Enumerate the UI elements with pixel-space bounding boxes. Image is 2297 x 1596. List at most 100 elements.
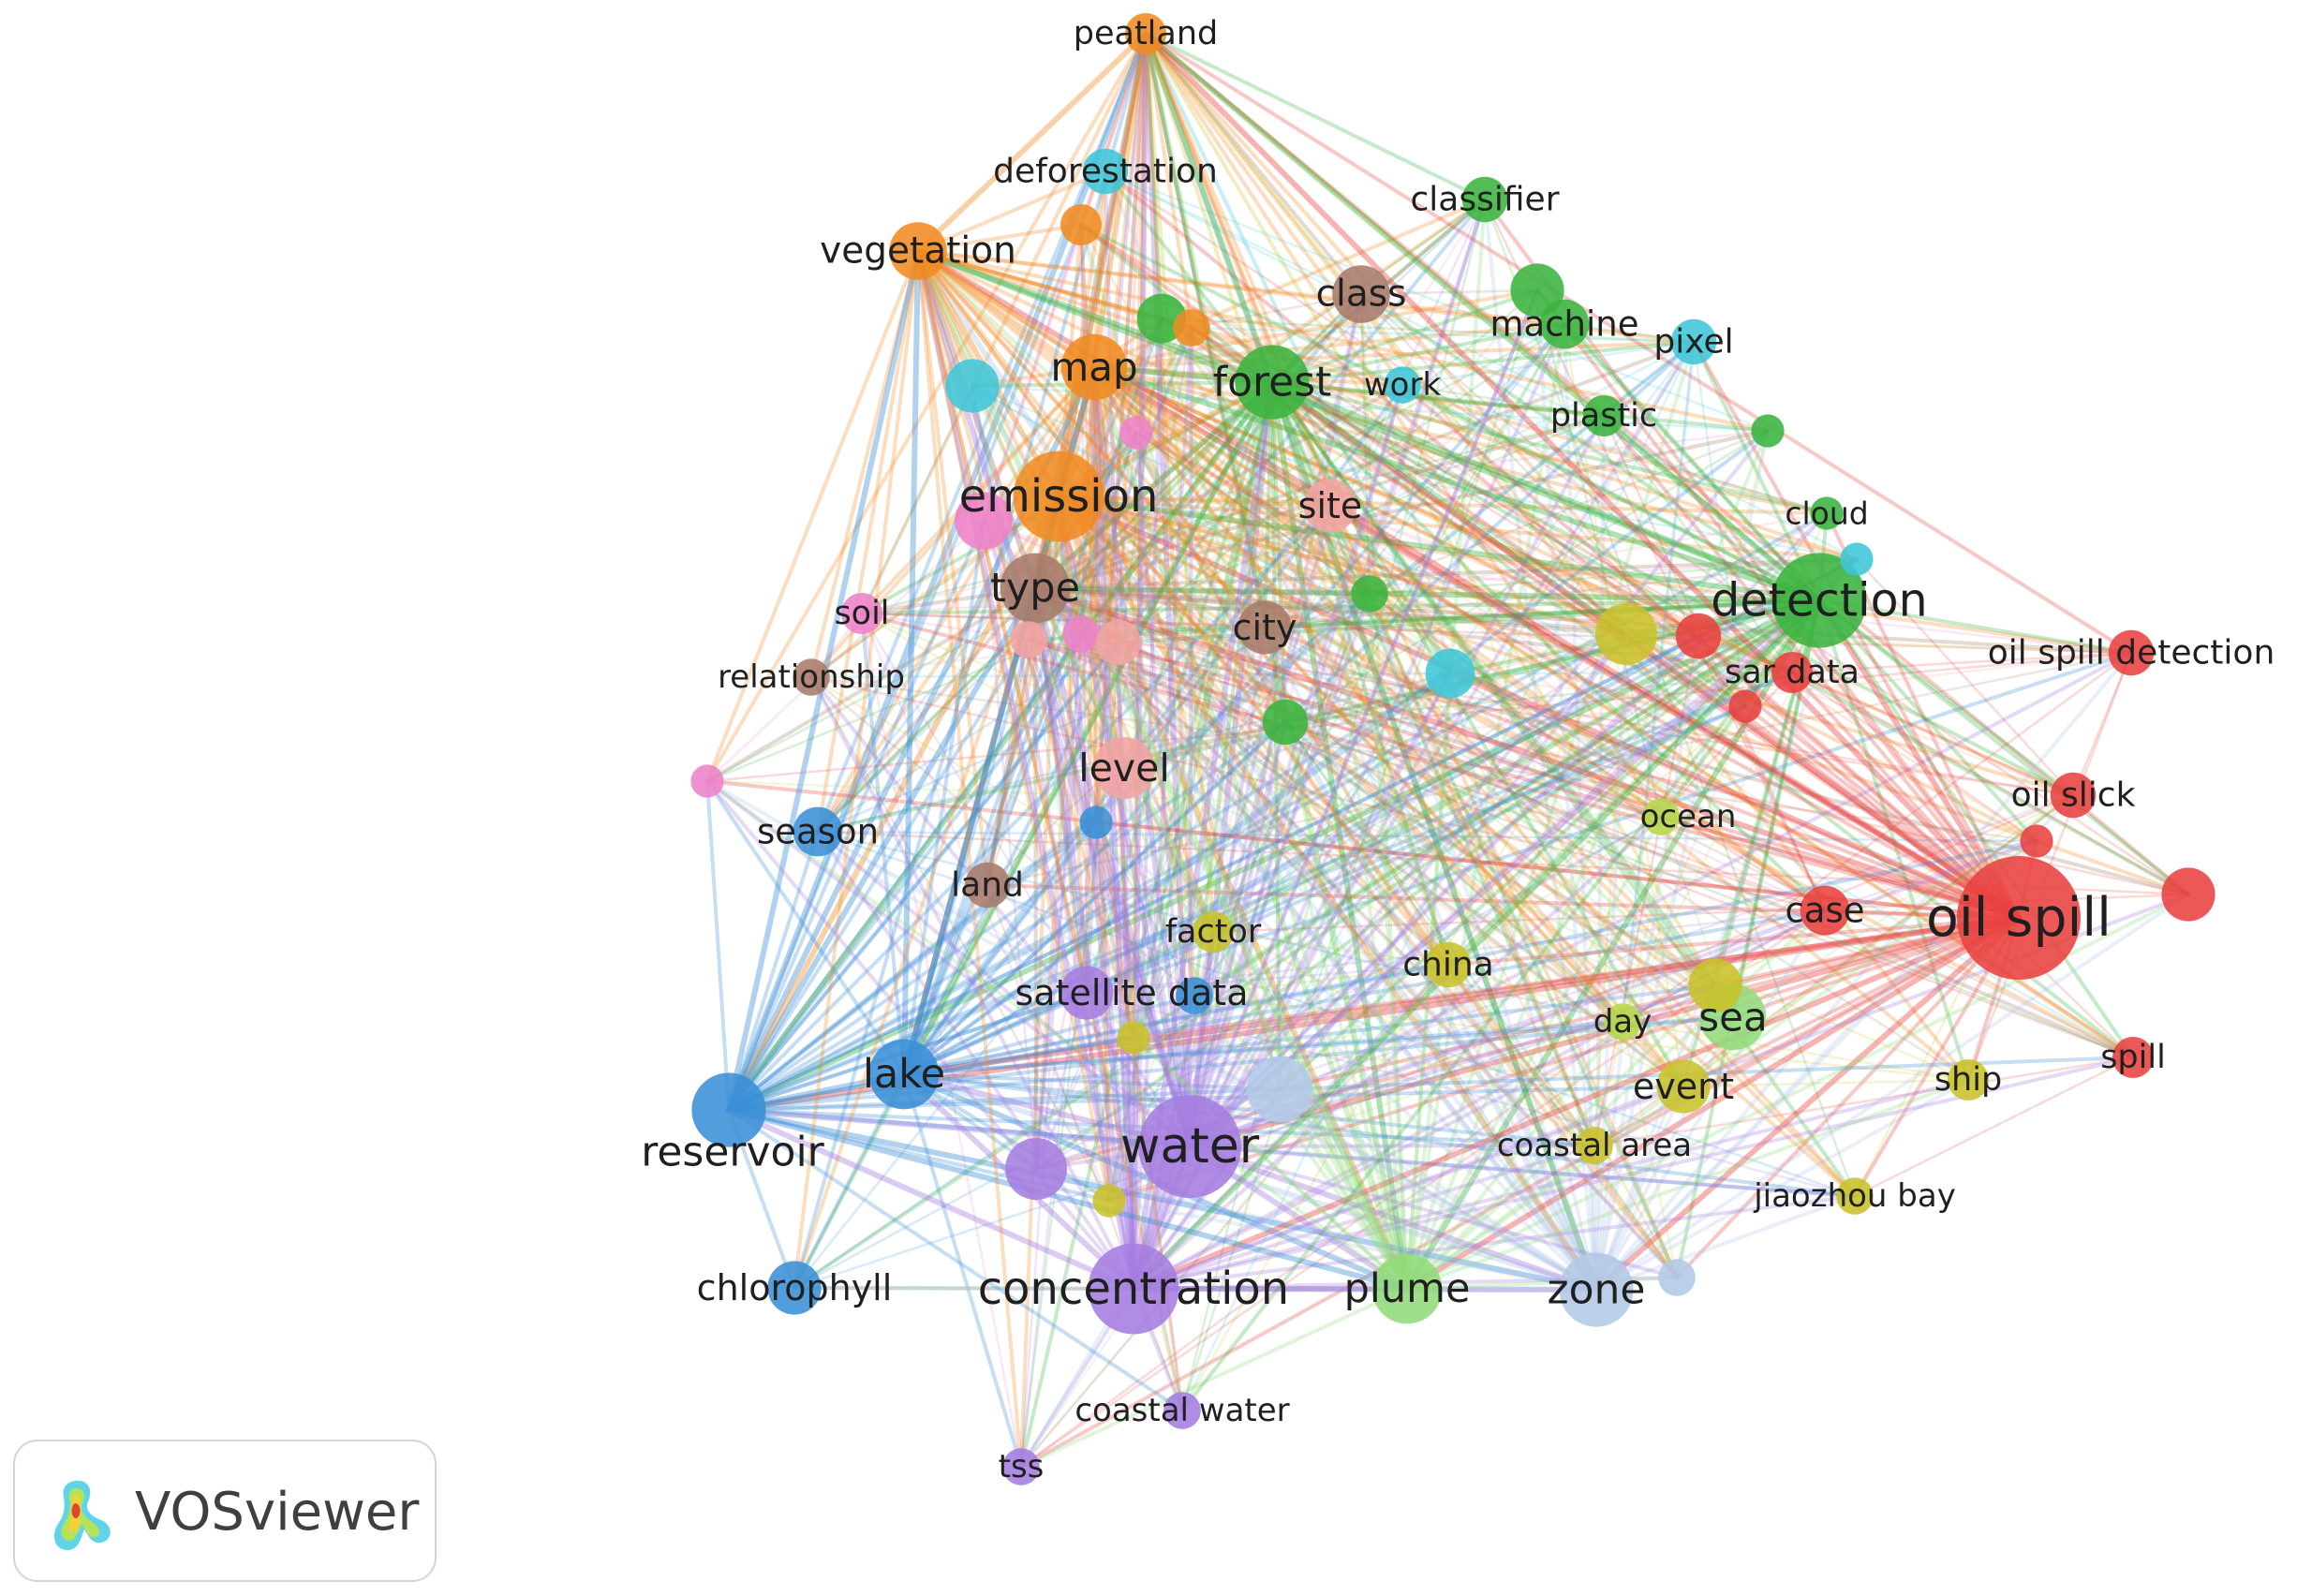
node-city[interactable] — [1237, 600, 1292, 655]
node-label-deforestation[interactable]: deforestation — [993, 153, 1218, 191]
node-u15[interactable] — [1675, 613, 1722, 659]
node-label-level[interactable]: level — [1078, 746, 1170, 791]
node-u29[interactable] — [1176, 977, 1213, 1014]
node-label-soil[interactable]: soil — [834, 595, 889, 632]
node-label-season[interactable]: season — [757, 812, 879, 852]
node-u28[interactable] — [1658, 1259, 1696, 1296]
node-label-type[interactable]: type — [990, 565, 1080, 612]
node-label-zone[interactable]: zone — [1548, 1266, 1646, 1314]
node-label-event[interactable]: event — [1633, 1066, 1734, 1107]
node-label-detection[interactable]: detection — [1711, 574, 1927, 628]
node-land[interactable] — [964, 862, 1011, 909]
node-coastal-water[interactable] — [1163, 1392, 1201, 1429]
node-u18[interactable] — [1262, 699, 1309, 746]
node-label-class[interactable]: class — [1316, 273, 1407, 316]
node-label-plastic[interactable]: plastic — [1550, 397, 1657, 435]
node-label-concentration[interactable]: concentration — [978, 1263, 1289, 1315]
node-reservoir[interactable] — [691, 1072, 766, 1147]
node-concentration[interactable] — [1088, 1243, 1179, 1335]
node-water[interactable] — [1138, 1095, 1241, 1198]
node-label-coastal-area[interactable]: coastal area — [1497, 1127, 1692, 1164]
node-vegetation[interactable] — [889, 222, 947, 280]
node-u27[interactable] — [1092, 1184, 1126, 1218]
node-u24[interactable] — [1117, 1021, 1150, 1055]
node-case[interactable] — [1800, 885, 1850, 936]
node-emission[interactable] — [1013, 451, 1104, 542]
node-spill[interactable] — [2112, 1037, 2154, 1078]
node-label-jiaozhou-bay[interactable]: jiaozhou bay — [1753, 1177, 1956, 1215]
node-label-oil-spill[interactable]: oil spill — [1926, 887, 2112, 949]
node-u12[interactable] — [1840, 542, 1874, 576]
node-u6[interactable] — [1119, 416, 1153, 450]
node-label-pixel[interactable]: pixel — [1653, 323, 1733, 362]
node-label-site[interactable]: site — [1298, 485, 1363, 526]
node-forest[interactable] — [1235, 345, 1310, 420]
node-u23[interactable] — [1688, 958, 1742, 1012]
node-ship[interactable] — [1948, 1059, 1989, 1101]
node-label-sar-data[interactable]: sar data — [1725, 654, 1860, 691]
node-label-vegetation[interactable]: vegetation — [820, 230, 1016, 273]
node-season[interactable] — [793, 806, 843, 857]
node-label-machine[interactable]: machine — [1489, 304, 1638, 345]
node-pixel[interactable] — [1670, 318, 1717, 365]
node-u20[interactable] — [1079, 805, 1113, 839]
node-u26[interactable] — [1005, 1138, 1067, 1200]
node-u9[interactable] — [1062, 615, 1100, 653]
node-u19[interactable] — [690, 764, 724, 798]
node-satellite-data[interactable] — [1060, 966, 1114, 1020]
node-label-sea[interactable]: sea — [1698, 995, 1767, 1041]
node-u1[interactable] — [1060, 204, 1102, 245]
node-u21[interactable] — [2020, 824, 2053, 858]
node-label-emission[interactable]: emission — [959, 470, 1159, 523]
node-factor[interactable] — [1193, 911, 1234, 953]
node-label-relationship[interactable]: relationship — [718, 658, 905, 696]
node-label-case[interactable]: case — [1785, 891, 1864, 931]
node-label-plume[interactable]: plume — [1344, 1265, 1471, 1312]
node-level[interactable] — [1093, 737, 1155, 799]
node-peatland[interactable] — [1125, 13, 1166, 54]
node-ocean[interactable] — [1642, 798, 1680, 835]
node-label-map[interactable]: map — [1050, 345, 1137, 391]
node-label-ocean[interactable]: ocean — [1640, 798, 1737, 835]
node-u11[interactable] — [1010, 621, 1047, 658]
node-plume[interactable] — [1371, 1253, 1443, 1324]
node-site[interactable] — [1303, 479, 1357, 533]
node-zone[interactable] — [1559, 1252, 1634, 1327]
node-u25[interactable] — [1246, 1056, 1313, 1123]
node-u22[interactable] — [2161, 867, 2215, 922]
node-relationship[interactable] — [793, 658, 830, 696]
node-label-oil-spill-detection[interactable]: oil spill detection — [1988, 634, 2275, 672]
node-chlorophyll[interactable] — [767, 1261, 822, 1315]
node-map[interactable] — [1060, 333, 1128, 401]
node-plastic[interactable] — [1583, 395, 1624, 436]
node-china[interactable] — [1425, 941, 1472, 988]
node-u4[interactable] — [1510, 263, 1564, 318]
node-label-water[interactable]: water — [1120, 1118, 1260, 1175]
node-label-cloud[interactable]: cloud — [1785, 495, 1868, 532]
node-soil[interactable] — [841, 593, 882, 634]
node-label-lake[interactable]: lake — [863, 1051, 945, 1098]
node-u8[interactable] — [1751, 414, 1785, 448]
node-label-oil-slick[interactable]: oil slick — [2011, 776, 2136, 815]
node-oil-spill[interactable] — [1957, 856, 2081, 980]
node-oil-spill-detection[interactable] — [2108, 629, 2155, 676]
node-type[interactable] — [1000, 553, 1071, 624]
node-coastal-area[interactable] — [1576, 1127, 1613, 1164]
node-sar-data[interactable] — [1771, 652, 1813, 693]
node-label-ship[interactable]: ship — [1934, 1061, 2002, 1099]
node-label-day[interactable]: day — [1593, 1003, 1652, 1041]
node-class[interactable] — [1332, 265, 1390, 323]
node-lake[interactable] — [868, 1039, 940, 1110]
node-u5[interactable] — [945, 359, 1000, 413]
node-work[interactable] — [1384, 366, 1421, 404]
node-label-coastal-water[interactable]: coastal water — [1074, 1392, 1289, 1429]
node-label-peatland[interactable]: peatland — [1074, 15, 1219, 52]
node-u3[interactable] — [1173, 309, 1210, 347]
node-u13[interactable] — [1351, 575, 1388, 613]
node-jiaozhou-bay[interactable] — [1836, 1177, 1874, 1215]
node-u16[interactable] — [1425, 648, 1475, 699]
node-cloud[interactable] — [1810, 496, 1844, 530]
node-tss[interactable] — [1002, 1448, 1040, 1485]
